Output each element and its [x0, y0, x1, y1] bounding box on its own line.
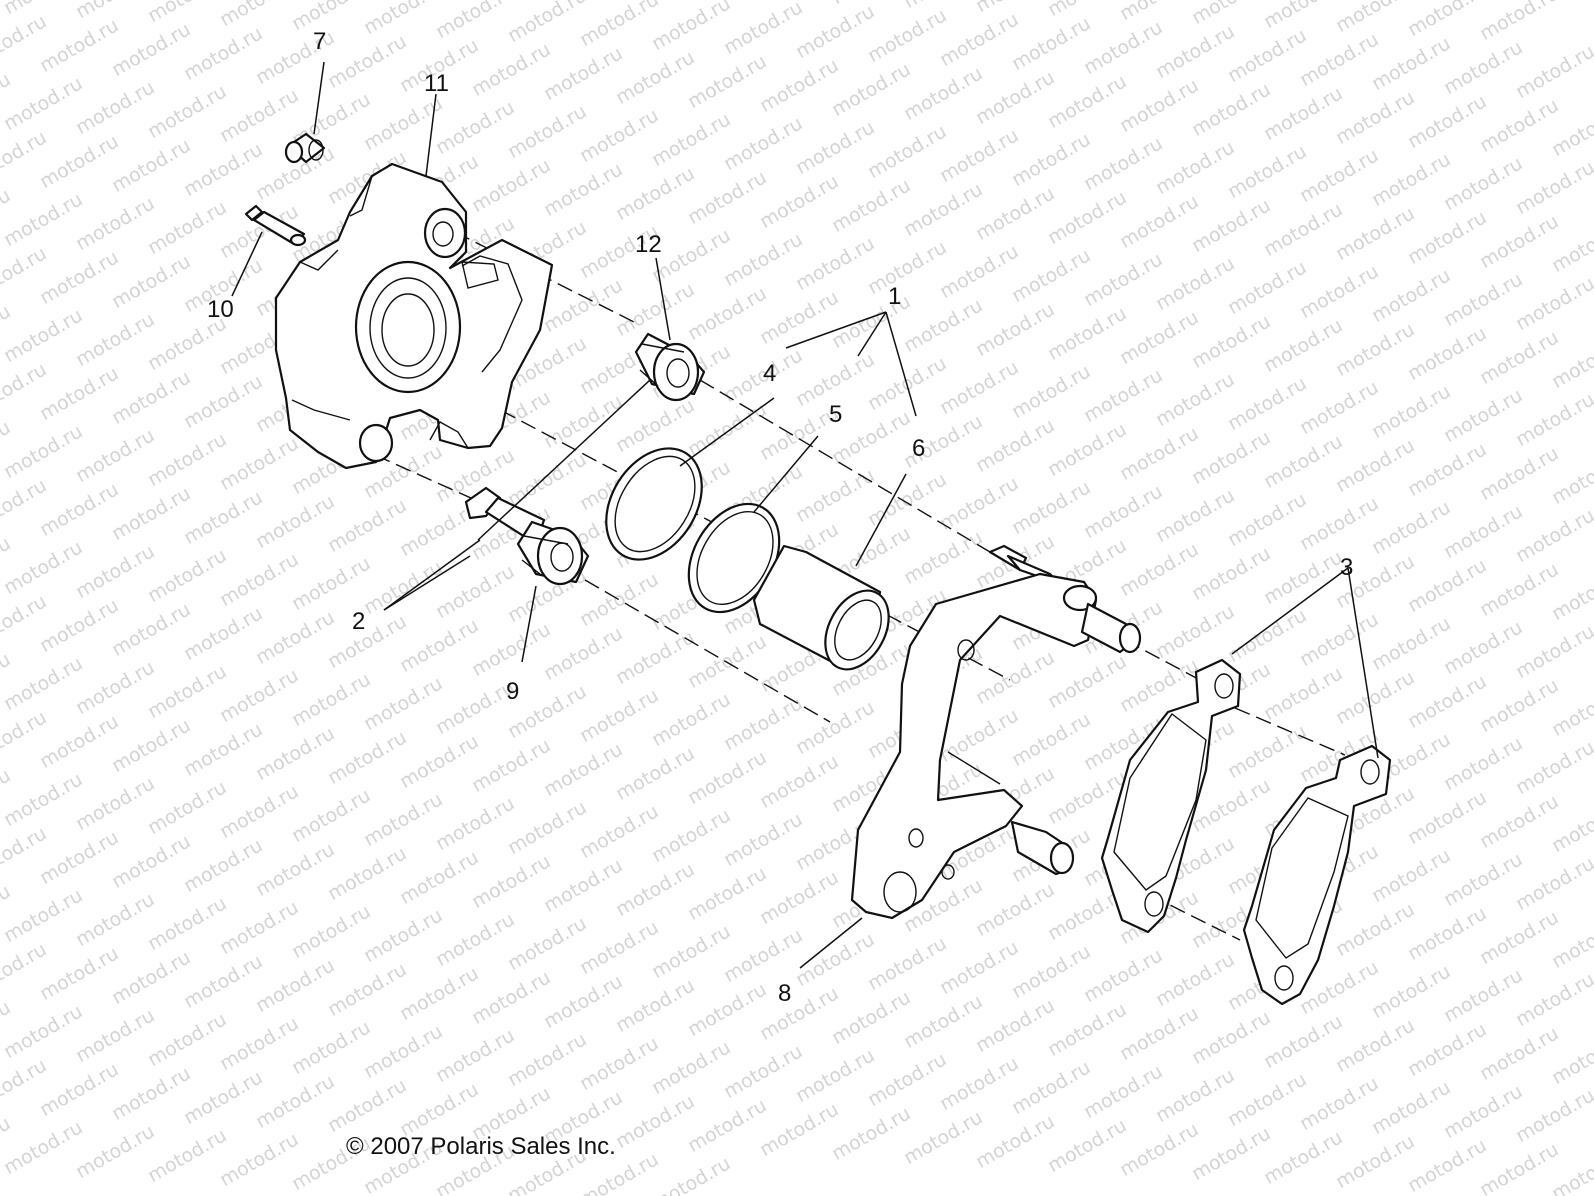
mounting-bracket-part: [850, 544, 1142, 920]
callout-4: 4: [763, 360, 777, 387]
callout-1: 1: [888, 283, 902, 310]
brake-pad-outer-part: [1242, 744, 1392, 1006]
callout-6: 6: [912, 435, 926, 462]
brake-pad-inner-part: [1100, 658, 1242, 934]
copyright-notice: © 2007 Polaris Sales Inc.: [346, 1133, 616, 1160]
guide-pin-boot-lower-part: [516, 520, 590, 586]
callout-3: 3: [1340, 554, 1354, 581]
callout-10: 10: [207, 296, 234, 323]
caliper-body-part: [274, 162, 554, 470]
piston-seal-part: [605, 447, 703, 561]
callout-12: 12: [635, 231, 662, 258]
leader-lines: [231, 61, 1379, 969]
callout-5: 5: [829, 401, 843, 428]
guide-pin-boot-part: [634, 332, 706, 402]
callout-2: 2: [352, 608, 366, 635]
callout-8: 8: [778, 980, 792, 1007]
piston-part: [752, 544, 890, 671]
callout-11: 11: [424, 70, 449, 97]
callout-9: 9: [506, 678, 520, 705]
bleed-screw-part: [244, 204, 307, 247]
bleeder-cap-part: [284, 132, 326, 164]
callout-7: 7: [313, 28, 327, 55]
